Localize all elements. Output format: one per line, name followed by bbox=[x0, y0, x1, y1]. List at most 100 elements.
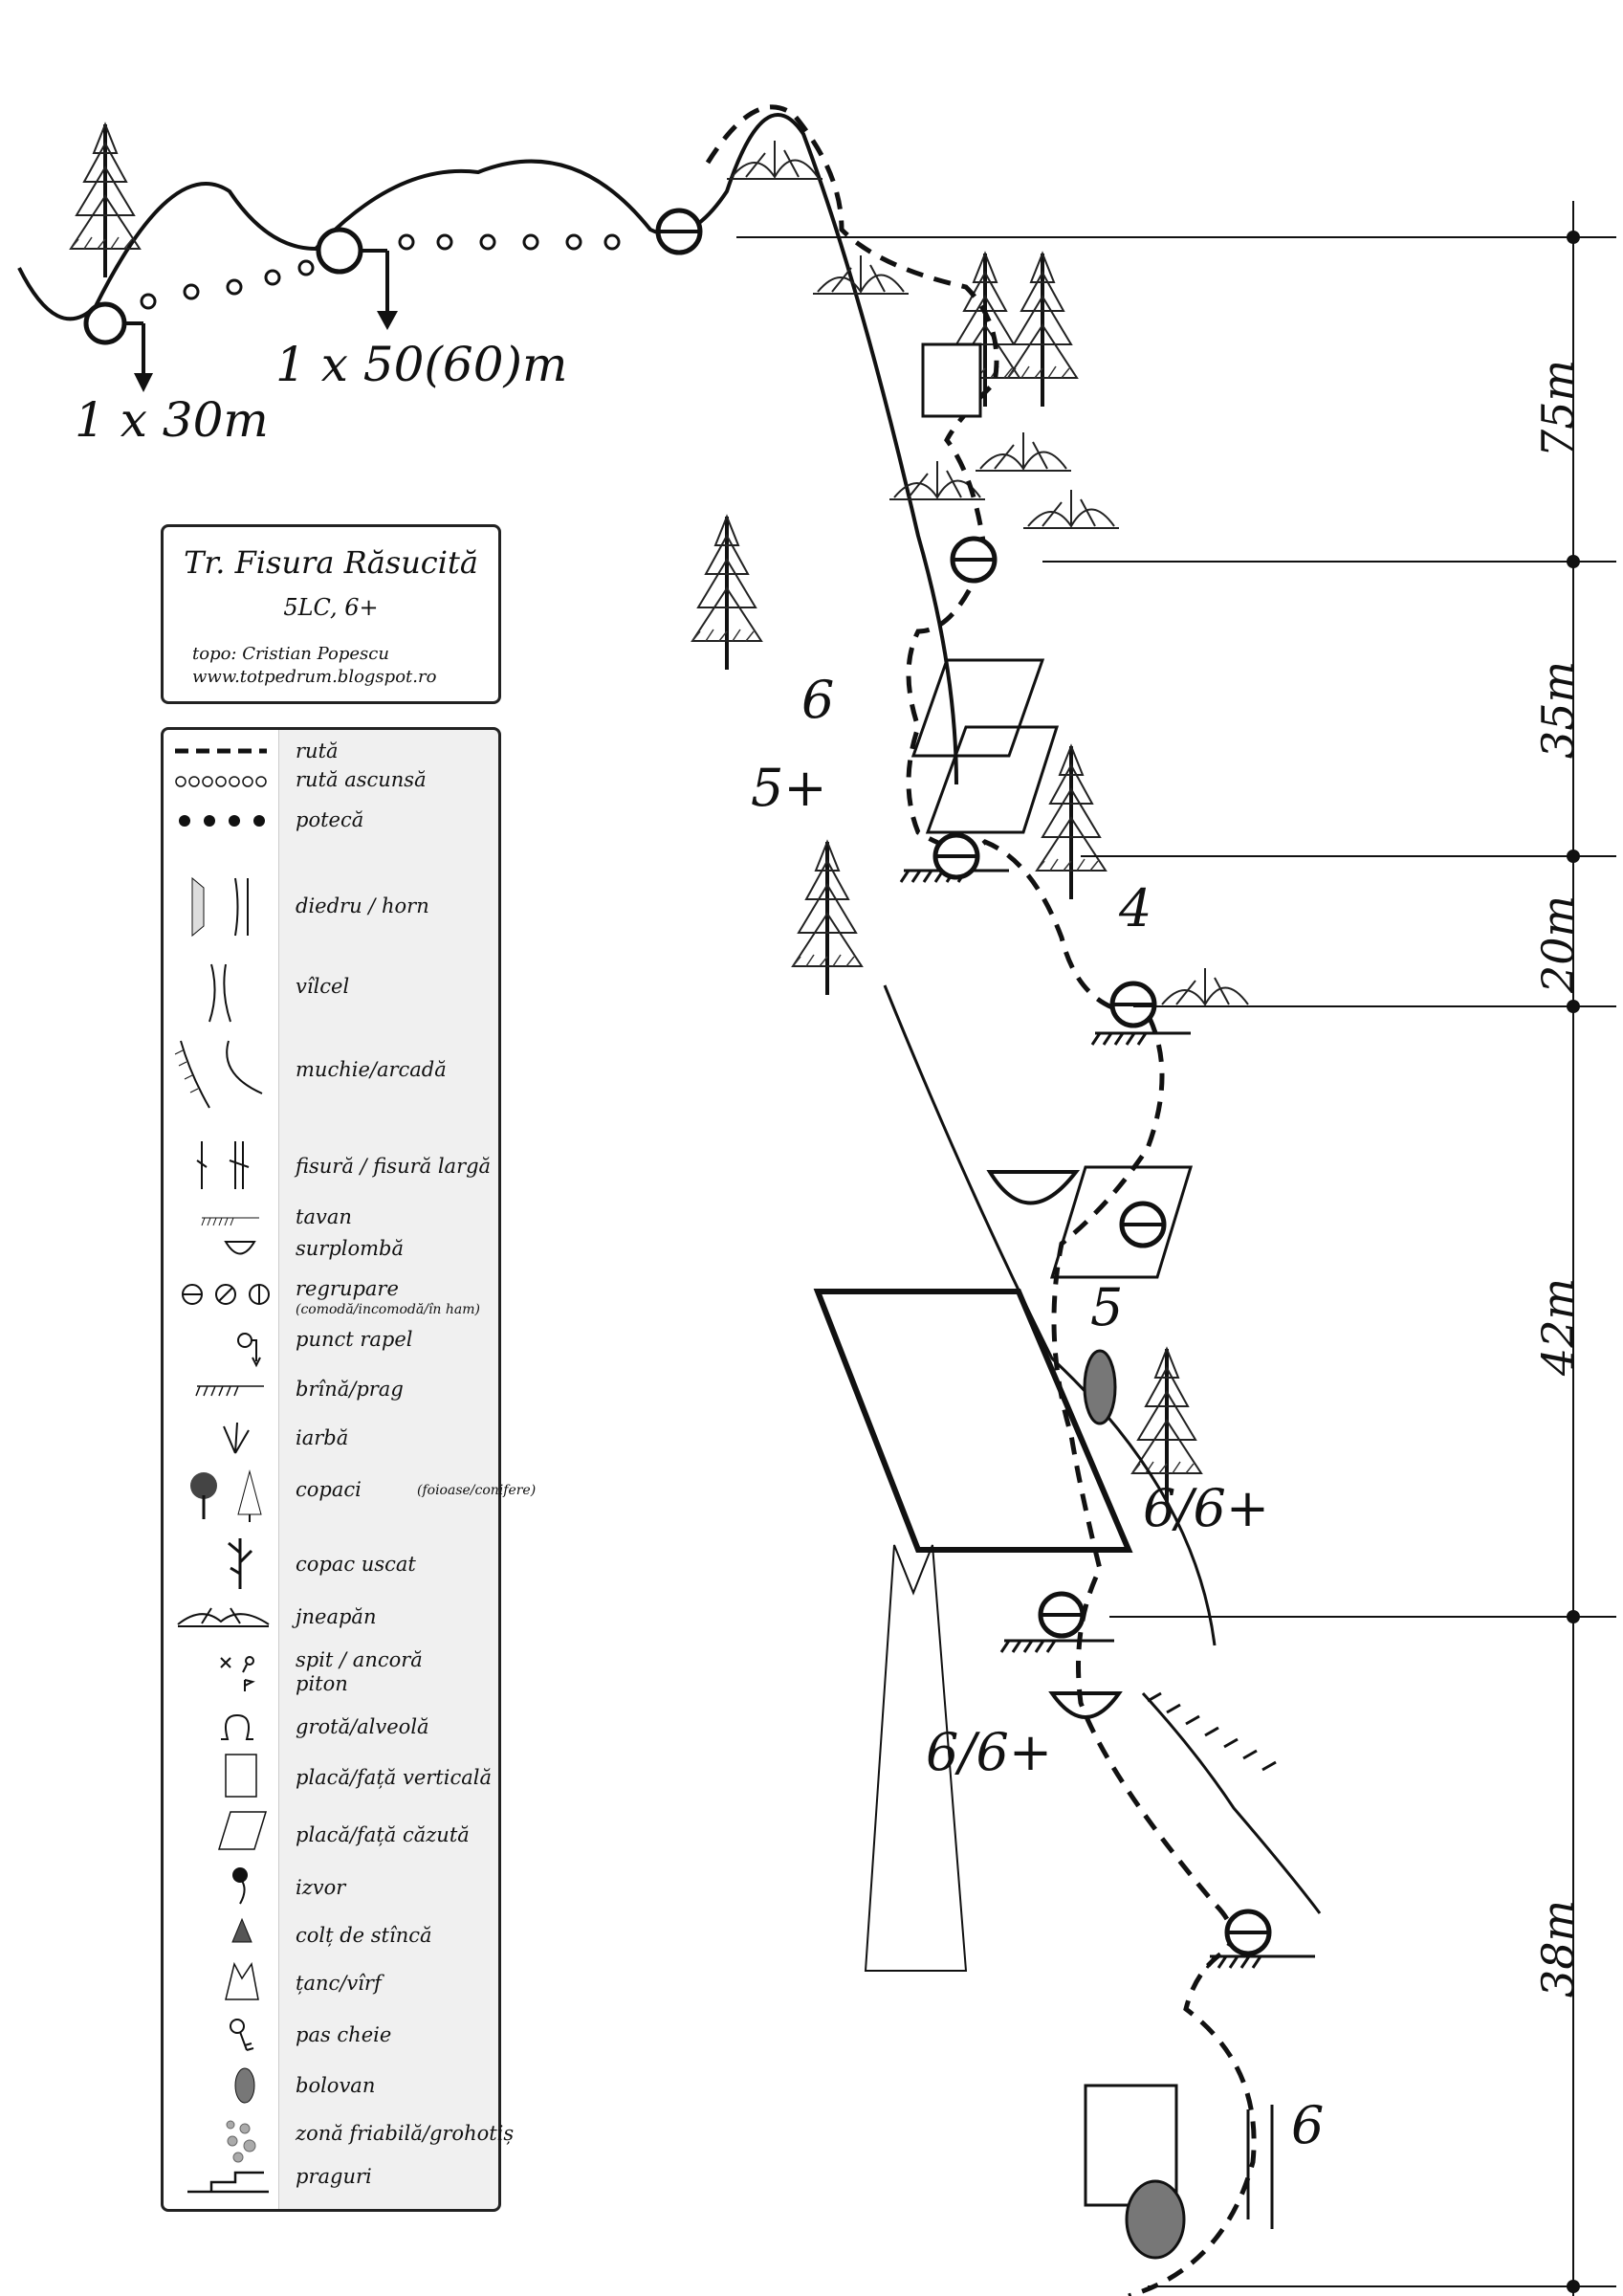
legend-overhang: surplombă bbox=[296, 1237, 405, 1260]
belay-icon bbox=[935, 835, 977, 877]
vertical-slab bbox=[921, 342, 982, 418]
hidden-route-icon bbox=[175, 776, 267, 787]
belay-types-icon bbox=[182, 1284, 270, 1305]
large-slab bbox=[813, 1289, 1133, 1553]
juniper-icon bbox=[177, 1607, 270, 1627]
legend-trees-note: (foioase/conifere) bbox=[417, 1483, 537, 1498]
author-credit: topo: Cristian Popescu bbox=[192, 644, 389, 664]
legend-key-step: pas cheie bbox=[296, 2023, 392, 2046]
pinnacle bbox=[864, 1544, 968, 1972]
grass-icon bbox=[223, 1422, 250, 1454]
ledge-3 bbox=[999, 1639, 1114, 1653]
conifer-tree-icon bbox=[691, 515, 763, 672]
pitch-scale-dots bbox=[1567, 231, 1580, 2293]
juniper-icon bbox=[1022, 489, 1120, 529]
conifer-tree-icon bbox=[1006, 252, 1079, 408]
inclined-slab bbox=[1049, 1165, 1194, 1279]
crack-icon bbox=[196, 1141, 250, 1189]
route-dash-icon bbox=[175, 748, 267, 754]
legend-vertical-slab: placă/față verticală bbox=[296, 1766, 492, 1789]
overhang bbox=[1048, 1691, 1123, 1719]
legend-crack: fisură / fisură largă bbox=[296, 1155, 492, 1178]
route-line bbox=[705, 104, 1257, 2296]
path-dots-icon bbox=[179, 815, 265, 827]
belay-icon bbox=[1041, 1594, 1083, 1636]
rappel-label-1: 1 x 30m bbox=[75, 392, 269, 448]
key-step-icon bbox=[230, 2019, 254, 2051]
ledge-4 bbox=[1205, 1954, 1315, 1969]
legend-gully: vîlcel bbox=[296, 975, 350, 998]
dihedral bbox=[1246, 2105, 1274, 2229]
pitch-length: 42m bbox=[1532, 1277, 1585, 1377]
belay-icon bbox=[1227, 1911, 1269, 1954]
grade-label: 4 bbox=[1119, 878, 1152, 938]
grade-label: 5+ bbox=[751, 758, 827, 818]
approach-path bbox=[140, 233, 621, 310]
belay-icon bbox=[1122, 1203, 1164, 1246]
title-box: Tr. Fisura Răsucită 5LC, 6+ topo: Cristi… bbox=[161, 524, 501, 704]
rappel-point-1 bbox=[83, 301, 153, 392]
legend-cave: grotă/alveolă bbox=[296, 1715, 429, 1738]
legend-juniper: jneapăn bbox=[296, 1605, 377, 1628]
scree-icon bbox=[226, 2120, 256, 2163]
juniper-icon bbox=[1156, 967, 1254, 1007]
gully-icon bbox=[208, 963, 231, 1023]
legend-dead-tree: copac uscat bbox=[296, 1553, 416, 1576]
bolt-icon bbox=[220, 1656, 255, 1691]
conifer-tree-icon bbox=[791, 840, 864, 997]
website-link[interactable]: www.totpedrum.blogspot.ro bbox=[192, 667, 437, 687]
rappel-label-2: 1 x 50(60)m bbox=[275, 337, 568, 392]
ledge-2 bbox=[1090, 1031, 1191, 1046]
roof-icon bbox=[201, 1217, 259, 1226]
legend-boulder: bolovan bbox=[296, 2074, 376, 2097]
boulder bbox=[1083, 1349, 1117, 1425]
belay-icon bbox=[658, 210, 700, 253]
conifer-tree-icon bbox=[69, 122, 142, 279]
legend-hidden-route: rută ascunsă bbox=[296, 768, 427, 791]
legend-ridge: muchie/arcadă bbox=[296, 1058, 447, 1081]
belay-icon bbox=[953, 539, 995, 581]
legend-pinnacle: țanc/vîrf bbox=[296, 1972, 382, 1995]
legend-route: rută bbox=[296, 740, 339, 762]
dihedral-icon bbox=[191, 876, 249, 938]
spring-icon bbox=[232, 1867, 248, 1905]
legend-roof: tavan bbox=[296, 1205, 352, 1228]
legend-inclined-slab: placă/față căzută bbox=[296, 1823, 470, 1846]
legend-piton: piton bbox=[296, 1672, 348, 1695]
legend-steps: praguri bbox=[296, 2165, 372, 2188]
approach-ridge bbox=[17, 113, 958, 785]
rock-tooth-icon bbox=[231, 1917, 252, 1943]
legend-trees: copaci bbox=[296, 1478, 362, 1501]
dead-tree-icon bbox=[228, 1538, 253, 1589]
gully-line bbox=[883, 984, 1217, 1646]
grade-label: 6/6+ bbox=[1143, 1478, 1270, 1538]
pitch-length: 35m bbox=[1532, 660, 1585, 760]
pitch-length: 38m bbox=[1532, 1899, 1585, 1998]
rappel-point-2 bbox=[316, 227, 398, 330]
boulder bbox=[1125, 2179, 1186, 2260]
ledge-icon bbox=[195, 1385, 264, 1397]
grade-label: 6 bbox=[801, 670, 835, 730]
cave-icon bbox=[221, 1713, 253, 1740]
inclined-slab-icon bbox=[217, 1811, 268, 1850]
legend: rută rută ascunsă potecă diedru / horn v… bbox=[161, 727, 536, 2212]
juniper-icon bbox=[975, 431, 1072, 472]
legend-ledge: brînă/prag bbox=[296, 1378, 404, 1401]
legend-spring: izvor bbox=[296, 1876, 346, 1899]
legend-rappel-point: punct rapel bbox=[296, 1328, 413, 1351]
legend-dihedral: diedru / horn bbox=[296, 894, 429, 917]
juniper-icon bbox=[812, 254, 910, 295]
route-grade: 5LC, 6+ bbox=[283, 594, 379, 621]
legend-belay-note: (comodă/incomodă/în ham) bbox=[296, 1302, 480, 1317]
ridge-edge bbox=[1141, 1691, 1322, 1914]
legend-grass: iarbă bbox=[296, 1426, 349, 1449]
pitch-length: 75m bbox=[1532, 359, 1585, 458]
grade-label: 5 bbox=[1090, 1277, 1124, 1337]
belay-icon bbox=[1112, 983, 1154, 1026]
inclined-slab bbox=[910, 658, 1045, 758]
legend-bolt: spit / ancoră bbox=[296, 1648, 423, 1671]
boulder-icon bbox=[234, 2067, 255, 2104]
conifer-tree-icon bbox=[1035, 744, 1108, 901]
trees-icon bbox=[190, 1469, 262, 1522]
